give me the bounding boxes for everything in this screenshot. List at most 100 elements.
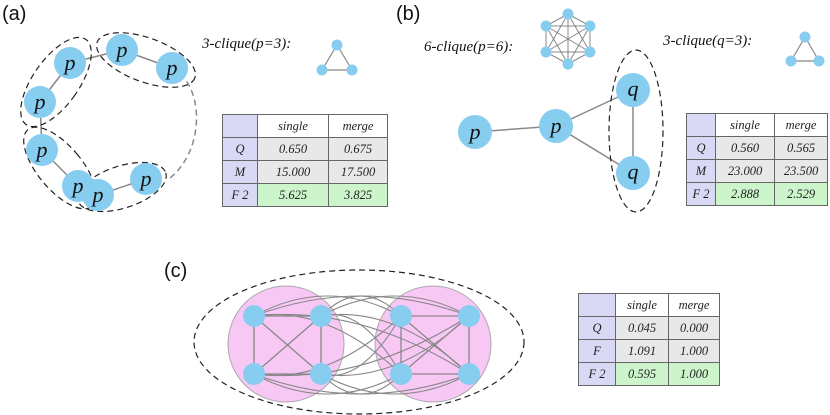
node (458, 305, 480, 327)
panel-a-label: (a) (2, 3, 26, 25)
column-header: merge (328, 114, 388, 138)
inter-community-edges (253, 295, 470, 395)
row-label: Q (686, 136, 716, 160)
node: p (82, 179, 114, 211)
cell-single: 0.650 (257, 137, 329, 161)
table-row: Q 0.045 0.000 (578, 316, 720, 340)
svg-text:p: p (35, 137, 48, 162)
node: p (54, 47, 86, 79)
column-header: merge (774, 113, 828, 137)
cell-merge: 1.000 (668, 362, 720, 386)
cell-single: 15.000 (257, 160, 329, 184)
edge (253, 295, 402, 317)
node: p (539, 109, 573, 143)
cell-single: 0.045 (615, 316, 669, 340)
table-row: F 1.091 1.000 (578, 339, 720, 363)
table-row: F 2 0.595 1.000 (578, 362, 720, 386)
svg-text:p: p (165, 55, 178, 80)
node (562, 8, 574, 20)
node (310, 305, 332, 327)
table-row: Q 0.560 0.565 (686, 136, 828, 160)
node: p (26, 134, 58, 166)
panel-c-graph (193, 269, 525, 415)
node: p (156, 52, 188, 84)
row-label: M (222, 160, 258, 184)
clique-label: 3-clique(p=3): (201, 36, 291, 52)
table-corner (686, 113, 716, 137)
row-label: F (578, 339, 616, 363)
triangle-clique-icon (785, 31, 825, 67)
results-table-a: single merge Q 0.650 0.675 M 15.000 17.5… (222, 114, 388, 207)
results-table-b: single merge Q 0.560 0.565 M 23.000 23.5… (686, 113, 828, 206)
svg-text:q: q (628, 159, 639, 184)
panel-b-label: (b) (396, 3, 420, 25)
results-table-c: single merge Q 0.045 0.000 F 1.091 1.000… (578, 293, 720, 386)
community-ellipse (95, 32, 197, 88)
triangle-clique-icon (316, 39, 358, 76)
row-label: Q (578, 316, 616, 340)
column-header: single (257, 114, 329, 138)
outer-community-ellipse (193, 269, 525, 415)
node: p (24, 86, 56, 118)
cell-merge: 2.529 (774, 182, 828, 206)
edge (545, 25, 569, 65)
table-corner (222, 114, 258, 138)
six-clique-icon (540, 8, 596, 70)
node (243, 363, 265, 385)
edge (320, 373, 470, 395)
node (243, 305, 265, 327)
community-ellipse (608, 49, 664, 213)
table-row: F 2 2.888 2.529 (686, 182, 828, 206)
node: q (616, 156, 650, 190)
edge (400, 315, 470, 375)
cell-single: 0.595 (615, 362, 669, 386)
node (584, 46, 596, 58)
svg-text:p: p (71, 173, 84, 198)
panel-b-graph: p p q q (458, 49, 664, 213)
cell-single: 2.888 (715, 182, 775, 206)
svg-text:p: p (91, 182, 104, 207)
row-label: F 2 (686, 182, 716, 206)
cell-merge: 3.825 (328, 183, 388, 207)
node (310, 363, 332, 385)
cell-single: 23.000 (715, 159, 775, 183)
svg-text:p: p (549, 113, 562, 138)
cell-merge: 23.500 (774, 159, 828, 183)
panel-a-graph: p p p p p p p p (20, 32, 198, 213)
edge (320, 373, 402, 395)
svg-text:q: q (628, 76, 639, 101)
column-header: single (615, 293, 669, 317)
node (562, 58, 574, 70)
intra-community-edges (243, 305, 480, 385)
column-header: single (715, 113, 775, 137)
cell-merge: 0.675 (328, 137, 388, 161)
table-row: Q 0.650 0.675 (222, 137, 388, 161)
node (390, 305, 412, 327)
table-corner (578, 293, 616, 317)
edge (253, 315, 322, 375)
community-ellipse (20, 36, 92, 128)
table-row: M 15.000 17.500 (222, 160, 388, 184)
row-label: F 2 (222, 183, 258, 207)
panel-c-label: (c) (164, 260, 187, 282)
cell-single: 5.625 (257, 183, 329, 207)
edge (320, 295, 402, 317)
cell-merge: 17.500 (328, 160, 388, 184)
node: q (616, 73, 650, 107)
cell-merge: 0.000 (668, 316, 720, 340)
svg-text:p: p (63, 50, 76, 75)
cell-merge: 0.565 (774, 136, 828, 160)
svg-text:p: p (468, 119, 481, 144)
cell-single: 0.560 (715, 136, 775, 160)
cell-merge: 1.000 (668, 339, 720, 363)
svg-text:p: p (33, 89, 46, 114)
row-label: Q (222, 137, 258, 161)
edge (545, 25, 591, 53)
row-label: F 2 (578, 362, 616, 386)
dashed-edge (169, 67, 198, 179)
svg-text:p: p (115, 37, 128, 62)
community-ellipse (23, 126, 97, 210)
node: p (106, 34, 138, 66)
community-ellipse (77, 161, 167, 213)
